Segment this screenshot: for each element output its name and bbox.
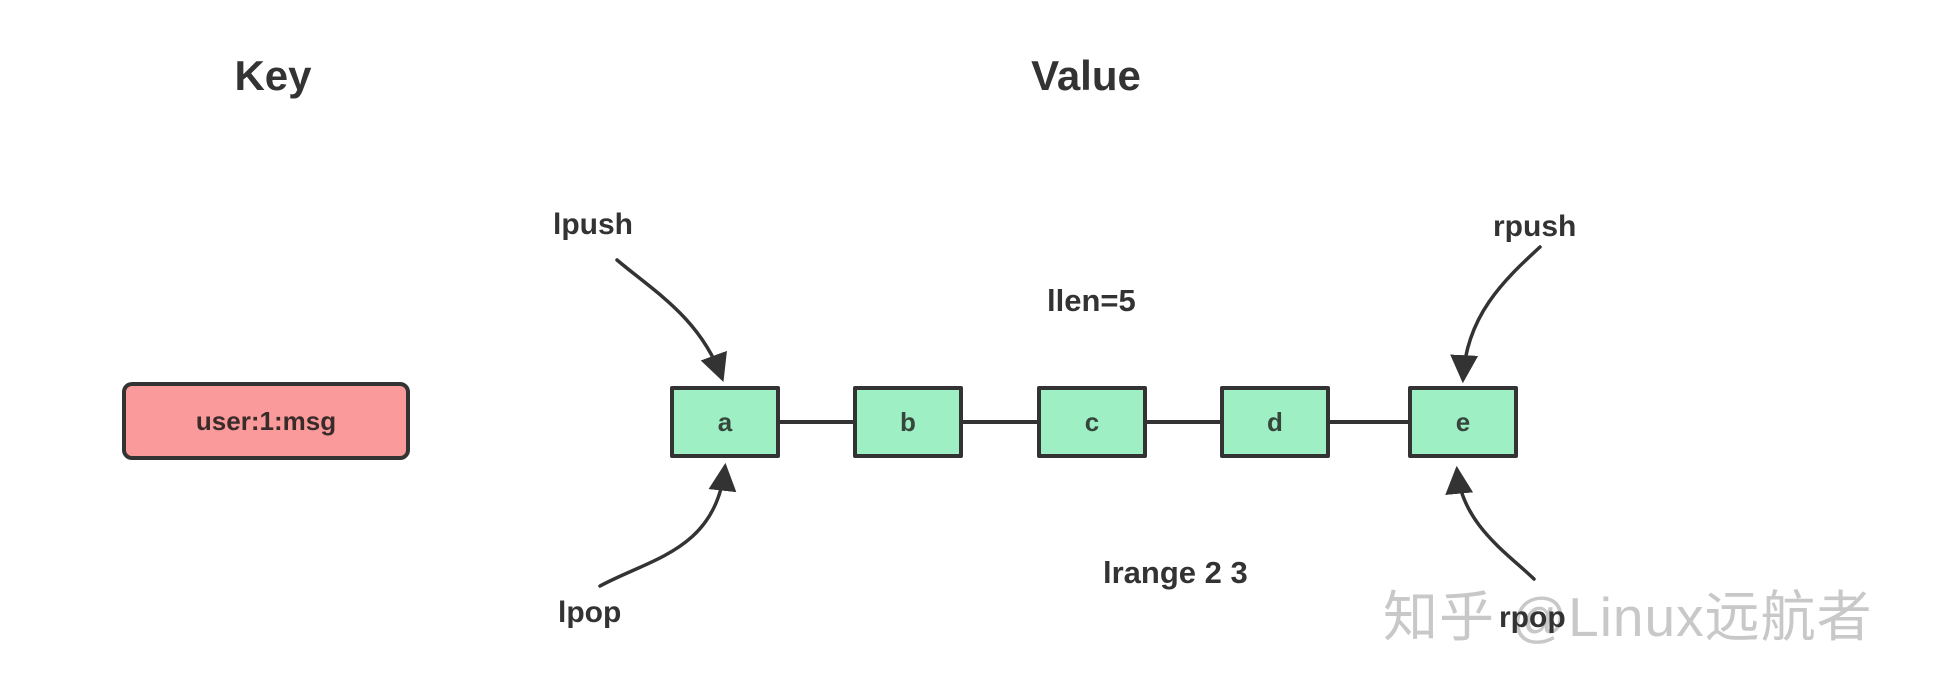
value-column-header: Value <box>1031 52 1141 99</box>
lrange-annotation: lrange 2 3 <box>1103 555 1248 590</box>
key-box: user:1:msg <box>122 382 410 460</box>
key-column-header: Key <box>234 52 312 99</box>
node-link-c-d <box>1147 420 1221 424</box>
list-node-c: c <box>1037 386 1147 458</box>
zhihu-watermark: 知乎 @Linux远航者 <box>1383 586 1873 648</box>
llen-annotation: llen=5 <box>1047 283 1136 318</box>
node-link-d-e <box>1327 420 1409 424</box>
lpush-arrow <box>615 258 727 382</box>
rpush-label: rpush <box>1493 210 1577 243</box>
lpush-label: lpush <box>553 208 633 241</box>
list-node-e: e <box>1408 386 1518 458</box>
list-node-d: d <box>1220 386 1330 458</box>
node-link-b-c <box>961 420 1038 424</box>
node-link-a-b <box>779 420 854 424</box>
node-label: d <box>1267 406 1283 437</box>
rpush-arrow <box>1450 245 1542 384</box>
node-label: b <box>900 406 916 437</box>
key-box-label: user:1:msg <box>195 405 337 436</box>
rpop-arrow <box>1445 465 1536 581</box>
lpop-arrow <box>598 462 737 588</box>
node-label: c <box>1084 406 1100 437</box>
rpop-label: rpop <box>1499 601 1566 634</box>
node-label: e <box>1455 406 1471 437</box>
lpop-label: lpop <box>558 596 622 629</box>
list-node-b: b <box>853 386 963 458</box>
list-node-a: a <box>670 386 780 458</box>
node-label: a <box>717 406 733 437</box>
